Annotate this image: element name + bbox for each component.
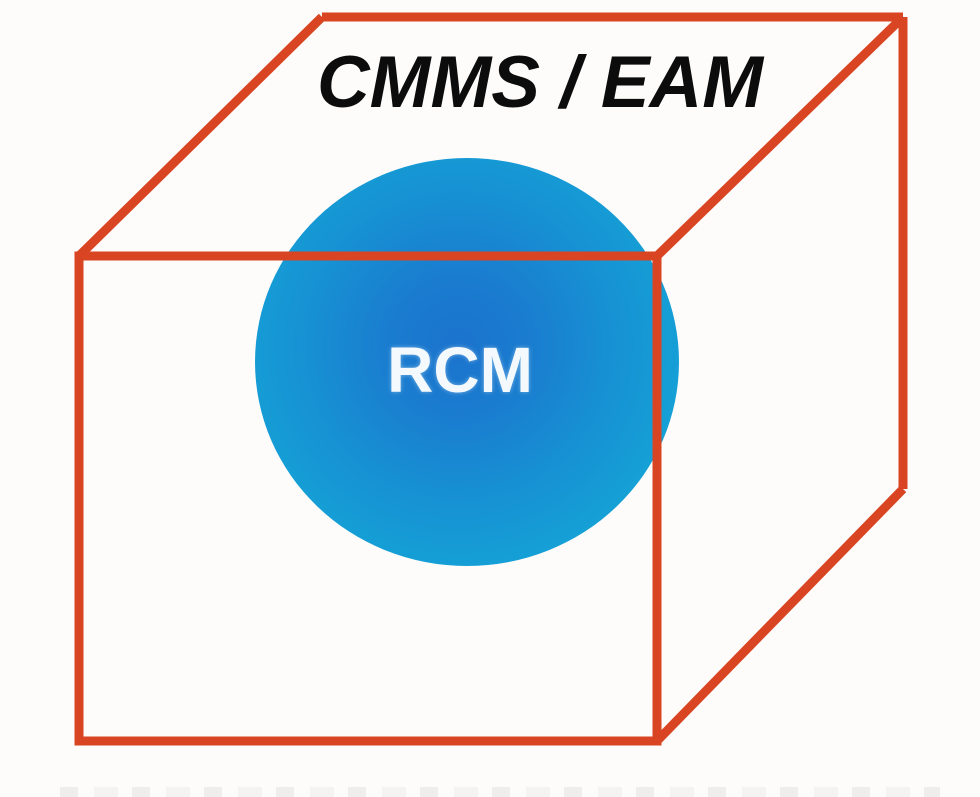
- cube-bottom-right-diagonal-edge: [653, 485, 907, 745]
- cube-label: CMMS / EAM: [316, 42, 764, 123]
- cutoff-caption-strip: [60, 787, 940, 797]
- sphere-label: RCM: [387, 334, 533, 406]
- cube-top-left-diagonal-edge: [75, 13, 326, 260]
